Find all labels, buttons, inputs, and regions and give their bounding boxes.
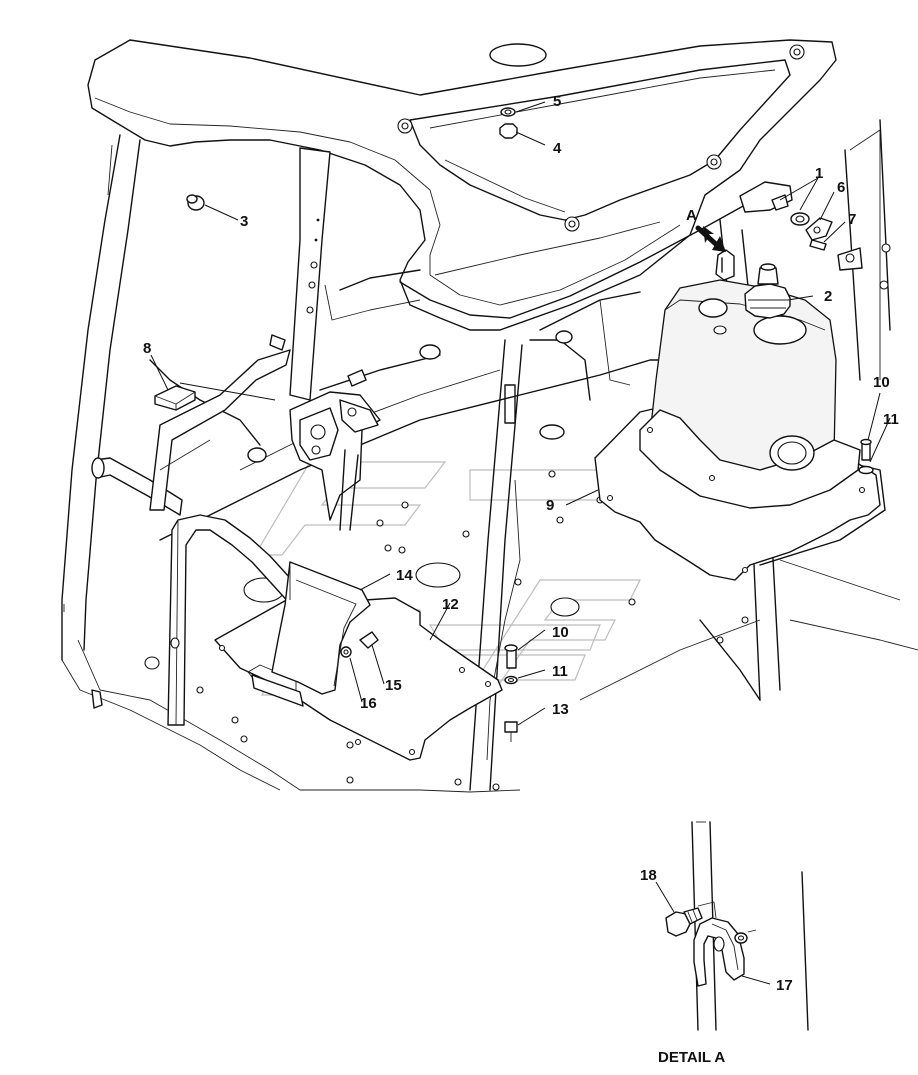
callout-9: 9 bbox=[546, 497, 554, 514]
callout-10-right: 10 bbox=[873, 374, 890, 391]
mounting-bracket bbox=[269, 334, 381, 531]
callout-13: 13 bbox=[552, 701, 569, 718]
callout-17: 17 bbox=[776, 977, 793, 994]
callout-14: 14 bbox=[396, 567, 413, 584]
control-console bbox=[639, 279, 861, 509]
callout-6: 6 bbox=[837, 179, 845, 196]
callout-15: 15 bbox=[385, 677, 402, 694]
door-pillar bbox=[289, 147, 331, 401]
detail-a-caption: DETAIL A bbox=[658, 1049, 725, 1066]
hook-bracket-17 bbox=[693, 917, 745, 987]
view-marker-a: A bbox=[686, 207, 697, 224]
callout-10-center: 10 bbox=[552, 624, 569, 641]
bolt-18 bbox=[665, 911, 691, 937]
callout-11-center: 11 bbox=[552, 663, 568, 680]
joystick-boot-2 bbox=[744, 263, 791, 319]
callout-7: 7 bbox=[848, 211, 856, 228]
leader-lines bbox=[150, 101, 891, 726]
callout-2: 2 bbox=[824, 288, 832, 305]
callout-8: 8 bbox=[143, 340, 151, 357]
view-arrow bbox=[695, 225, 726, 252]
cover-panel-14 bbox=[271, 561, 371, 695]
callout-12: 12 bbox=[442, 596, 459, 613]
floor-plate-left bbox=[214, 597, 503, 761]
callout-5: 5 bbox=[553, 93, 561, 110]
callout-4: 4 bbox=[553, 140, 562, 157]
callout-16: 16 bbox=[360, 695, 377, 712]
callout-18: 18 bbox=[640, 867, 657, 884]
callout-1: 1 bbox=[815, 165, 823, 182]
detail-a-view: 18 17 DETAIL A bbox=[640, 821, 809, 1066]
small-parts bbox=[154, 107, 874, 742]
callout-3: 3 bbox=[240, 213, 248, 230]
hook-small bbox=[715, 249, 735, 281]
callouts-main: 1 2 3 4 5 6 7 8 9 10 11 10 11 12 13 14 1… bbox=[143, 93, 899, 718]
cab-roof-window bbox=[409, 59, 791, 221]
cover-panel bbox=[271, 561, 371, 695]
callout-11-right: 11 bbox=[883, 411, 899, 428]
